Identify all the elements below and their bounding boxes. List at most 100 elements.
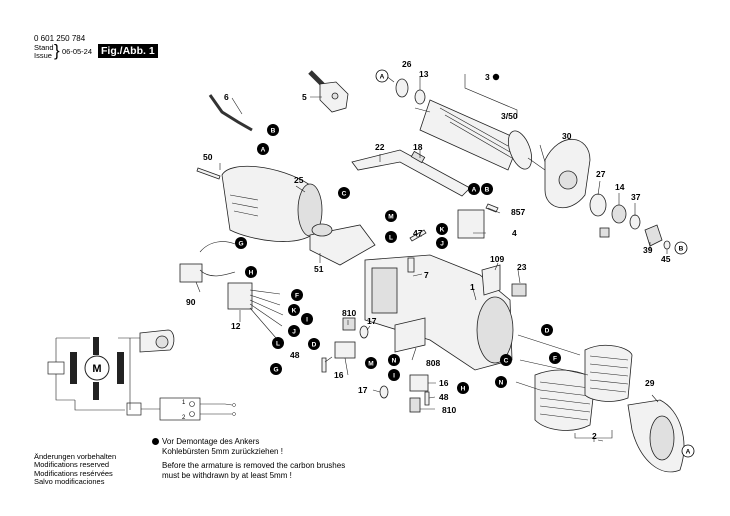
suppressor-90 (179, 263, 203, 283)
carbon-brush-810a (342, 317, 356, 331)
label-37: 37 (631, 192, 641, 202)
screw-50 (196, 167, 221, 180)
nut-45 (663, 240, 671, 250)
connector-L-switch: L (385, 231, 397, 243)
label-17b: 17 (358, 385, 368, 395)
note-de-line-2: Kohlebürsten 5mm zurückziehen ! (162, 447, 283, 456)
svg-text:J: J (440, 241, 444, 248)
label-3-50: 3/50 (501, 111, 518, 121)
svg-text:M: M (388, 214, 393, 221)
label-6: 6 (224, 92, 229, 102)
switch-pos-2: 2 (182, 415, 186, 421)
connector-H-brush: H (457, 382, 469, 394)
bearing-13 (414, 89, 426, 105)
connector-A-guard: A (681, 444, 695, 458)
carbon-brush-810b (409, 397, 421, 413)
svg-text:B: B (485, 187, 490, 194)
brush-holder-16a (334, 341, 356, 359)
connector-K-brush: K (436, 223, 448, 235)
power-cord (208, 61, 349, 132)
brush-holder-16b (409, 374, 429, 392)
svg-text:B: B (679, 246, 684, 253)
screw-47 (409, 229, 427, 242)
part-number: 0 601 250 784 (34, 34, 86, 43)
svg-text:M: M (368, 361, 373, 368)
label-810b: 810 (442, 405, 456, 415)
svg-text:H: H (249, 270, 254, 277)
screw-48b (424, 391, 430, 406)
armature (414, 74, 546, 171)
connector-A-cord: A (257, 143, 269, 155)
label-51: 51 (314, 264, 324, 274)
spring-18 (410, 150, 426, 164)
wiring-diagram: M 1 2 (47, 329, 236, 421)
field-coils-2 (515, 334, 633, 442)
issue-date: 06-05-24 (62, 47, 93, 56)
svg-text:A: A (472, 187, 477, 194)
svg-text:F: F (295, 293, 299, 300)
svg-text:F: F (553, 356, 557, 363)
svg-text:D: D (312, 342, 317, 349)
svg-text:A: A (686, 449, 691, 456)
connector-J: J (288, 325, 300, 337)
label-90: 90 (186, 297, 196, 307)
label-3: 3 (485, 72, 490, 82)
label-45: 45 (661, 254, 671, 264)
connector-M-brush: M (365, 357, 377, 369)
connector-G-suppressor: G (235, 237, 247, 249)
label-26: 26 (402, 59, 412, 69)
label-39: 39 (643, 245, 653, 255)
modification-de: Änderungen vorbehalten (34, 452, 117, 461)
connector-I: I (301, 313, 313, 325)
connector-B-nut: B (674, 241, 688, 255)
connector-L: L (272, 337, 284, 349)
screw-857 (485, 203, 499, 213)
lever-22 (351, 149, 471, 197)
label-12: 12 (231, 321, 241, 331)
modifications-notice: Änderungen vorbehalten Modifications res… (34, 452, 117, 487)
label-7: 7 (424, 270, 429, 280)
connector-N-brush: N (388, 354, 400, 366)
svg-text:J: J (292, 329, 296, 336)
svg-text:K: K (440, 227, 445, 234)
svg-text:A: A (261, 147, 266, 154)
svg-text:L: L (276, 341, 280, 348)
svg-text:G: G (238, 241, 243, 248)
plate-808 (394, 317, 426, 353)
connector-D-brush: D (308, 338, 320, 350)
svg-text:C: C (342, 191, 347, 198)
note-de-line-1: Vor Demontage des Ankers (162, 437, 260, 446)
label-48b: 48 (439, 392, 449, 402)
switch-pos-1: 1 (182, 400, 186, 406)
svg-text:B: B (271, 128, 276, 135)
label-13: 13 (419, 69, 429, 79)
connector-F: F (291, 289, 303, 301)
brush-holder-4 (457, 209, 485, 239)
svg-text:N: N (392, 358, 397, 365)
stand-label: Stand (34, 43, 54, 52)
svg-text:D: D (545, 328, 550, 335)
washer-37 (629, 214, 641, 230)
label-18: 18 (413, 142, 423, 152)
bearing-26 (395, 78, 409, 98)
bullet-dot-icon (152, 438, 159, 445)
label-5: 5 (302, 92, 307, 102)
armature-note: Vor Demontage des Ankers Kohlebürsten 5m… (152, 437, 345, 481)
label-48a: 48 (290, 350, 300, 360)
connector-C-switch: C (338, 187, 350, 199)
modification-fr: Modifications resérvées (34, 468, 113, 478)
svg-text:G: G (273, 367, 278, 374)
label-50: 50 (203, 152, 213, 162)
label-27: 27 (596, 169, 606, 179)
svg-text:N: N (499, 380, 504, 387)
seal-27 (589, 193, 607, 217)
label-17a: 17 (367, 316, 377, 326)
label-16a: 16 (334, 370, 344, 380)
connector-B-cord: B (267, 124, 279, 136)
label-808: 808 (426, 358, 440, 368)
svg-text:C: C (504, 358, 509, 365)
connector-F-coil: F (549, 352, 561, 364)
connector-J-brush: J (436, 237, 448, 249)
label-810a: 810 (342, 308, 356, 318)
